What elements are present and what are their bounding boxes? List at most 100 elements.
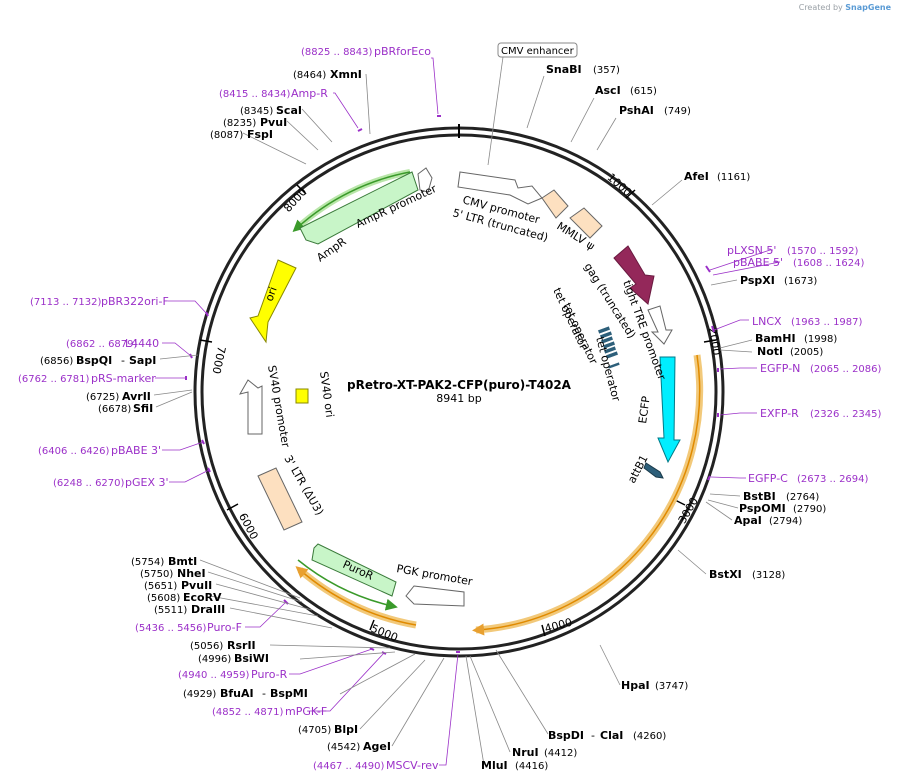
enzyme-nhei: NheI (177, 567, 206, 580)
ltr3-box (257, 467, 303, 531)
enzyme-bsiwi-pos: (4996) (198, 654, 231, 665)
enzyme-apai: ApaI (734, 514, 762, 527)
ori-label: ori (263, 285, 280, 303)
enzyme-sfii-pos: (6678) (98, 404, 131, 415)
tick-2000: 2000 (706, 327, 723, 357)
enzyme-agei-pos: (4542) (327, 742, 360, 753)
primer-ampr-range: (8415 .. 8434) (219, 89, 291, 100)
sv40-ori-box (295, 388, 309, 404)
enzyme-mlui: MluI (481, 759, 508, 772)
pgk-promoter-label: PGK promoter (395, 562, 473, 588)
primer-lncx: LNCX (752, 315, 782, 328)
primer-plxsn5: pLXSN 5' (727, 244, 776, 257)
enzyme-asci-pos: (615) (630, 86, 657, 97)
enzyme-leaders (153, 73, 753, 766)
enzyme-bspmi: BspMI (270, 687, 308, 700)
cmv-enhancer-leader (487, 56, 504, 166)
enzyme-pshai-pos: (749) (664, 106, 691, 117)
enzyme-avrii-pos: (6725) (86, 392, 119, 403)
enzyme-scai-pos: (8345) (240, 106, 273, 117)
sv40-promoter-arrow (238, 379, 263, 435)
enzyme-clai-pos: (4260) (633, 731, 666, 742)
enzyme-bmti-pos: (5754) (131, 557, 164, 568)
enzyme-agei: AgeI (363, 740, 391, 753)
enzyme-afei: AfeI (684, 170, 709, 183)
enzyme-nrui-pos: (4412) (544, 748, 577, 759)
primer-prs-marker: pRS-marker (91, 372, 156, 385)
enzyme-ecorv-pos: (5608) (147, 593, 180, 604)
enzyme-pvuii: PvuII (181, 579, 212, 592)
tick-3000: 3000 (676, 495, 701, 526)
plasmid-name: pRetro-XT-PAK2-CFP(puro)-T402A (347, 378, 572, 392)
primer-pbabe5: pBABE 5' (733, 256, 783, 269)
sv40-ori-label: SV40 ori (317, 371, 336, 419)
enzyme-bamhi-pos: (1998) (804, 334, 837, 345)
ecfp-label: ECFP (636, 395, 653, 424)
cmv-enhancer-box (497, 42, 578, 58)
enzyme-pvui: PvuI (260, 116, 287, 129)
primer-mscv-rev: MSCV-rev (386, 759, 439, 772)
puror-arrow (311, 543, 397, 597)
primer-plxsn5-range: (1570 .. 1592) (787, 246, 859, 257)
enzyme-noti-pos: (2005) (790, 347, 823, 358)
enzyme-bamhi: BamHI (755, 332, 796, 345)
enzyme-mlui-pos: (4416) (515, 761, 548, 772)
enzyme-xmni-pos: (8464) (293, 70, 326, 81)
primer-exfp-r: EXFP-R (760, 407, 799, 420)
enzyme-asci: AscI (595, 84, 621, 97)
tet-operator-boxes (597, 325, 621, 370)
enzyme-bfuai-pos: (4929) (183, 689, 216, 700)
enzyme-afei-pos: (1161) (717, 172, 750, 183)
ampr-arrow (299, 171, 419, 245)
enzyme-fspi: FspI (247, 128, 273, 141)
primer-pbabe3-range: (6406 .. 6426) (38, 446, 110, 457)
ampr-promoter-arrow (417, 167, 433, 193)
enzyme-bfuai: BfuAI (220, 687, 254, 700)
enzyme-rsrii: RsrII (227, 639, 256, 652)
enzyme-pshai: PshAI (619, 104, 654, 117)
mmlv-psi-box (569, 207, 603, 239)
primer-pbr322ori-f: pBR322ori-F (101, 295, 169, 308)
tet-operator-label-2: tet operator (560, 301, 600, 367)
enzyme-avrii: AvrII (122, 390, 151, 403)
enzyme-pspxi: PspXI (740, 274, 775, 287)
enzyme-noti: NotI (757, 345, 783, 358)
primer-pbabe3: pBABE 3' (111, 444, 161, 457)
tre-arrow (647, 305, 673, 345)
sv40-promoter-label: SV40 promoter (265, 364, 292, 449)
ecfp-orf-line (472, 354, 701, 636)
primer-leaders (155, 57, 781, 766)
tick-7000: 7000 (209, 345, 228, 375)
pgk-promoter-arrow (405, 585, 465, 607)
primer-pbr322ori-f-range: (7113 .. 7132) (30, 297, 102, 308)
tet-operator-label-3: tet operator (593, 335, 623, 403)
primer-egfp-n: EGFP-N (760, 362, 800, 375)
enzyme-bmti: BmtI (168, 555, 197, 568)
enzyme-hpai: HpaI (621, 679, 650, 692)
enzyme-xmni: XmnI (330, 68, 362, 81)
enzyme-pvui-pos: (8235) (223, 118, 256, 129)
ecfp-arrow (657, 356, 681, 464)
enzyme-blpi: BlpI (334, 723, 358, 736)
ori-arrow (249, 259, 297, 344)
enzyme-sapi: SapI (129, 354, 156, 367)
snapgene-credit: Created by SnapGene (799, 3, 891, 12)
enzyme-pspxi-pos: (1673) (784, 276, 817, 287)
enzyme-nrui: NruI (512, 746, 539, 759)
enzyme-bspdi: BspDI (548, 729, 584, 742)
enzyme-draiii-pos: (5511) (154, 605, 187, 616)
primer-pbabe5-range: (1608 .. 1624) (793, 258, 865, 269)
enzyme-ecorv: EcoRV (183, 591, 222, 604)
primer-pbrforeco: pBRforEco (374, 45, 431, 58)
primer-pgex3-range: (6248 .. 6270) (53, 478, 125, 489)
enzyme-bspdi-sep: - (591, 729, 595, 742)
enzyme-scai: ScaI (276, 104, 302, 117)
enzyme-fspi-pos: (8087) (210, 130, 243, 141)
primer-l4440: L4440 (125, 337, 159, 350)
enzyme-snabi-pos: (357) (593, 65, 620, 76)
enzyme-snabi: SnaBI (546, 63, 582, 76)
enzyme-rsrii-pos: (5056) (190, 641, 223, 652)
gag-arrow (613, 245, 655, 305)
primer-pbrforeco-range: (8825 .. 8843) (301, 47, 373, 58)
